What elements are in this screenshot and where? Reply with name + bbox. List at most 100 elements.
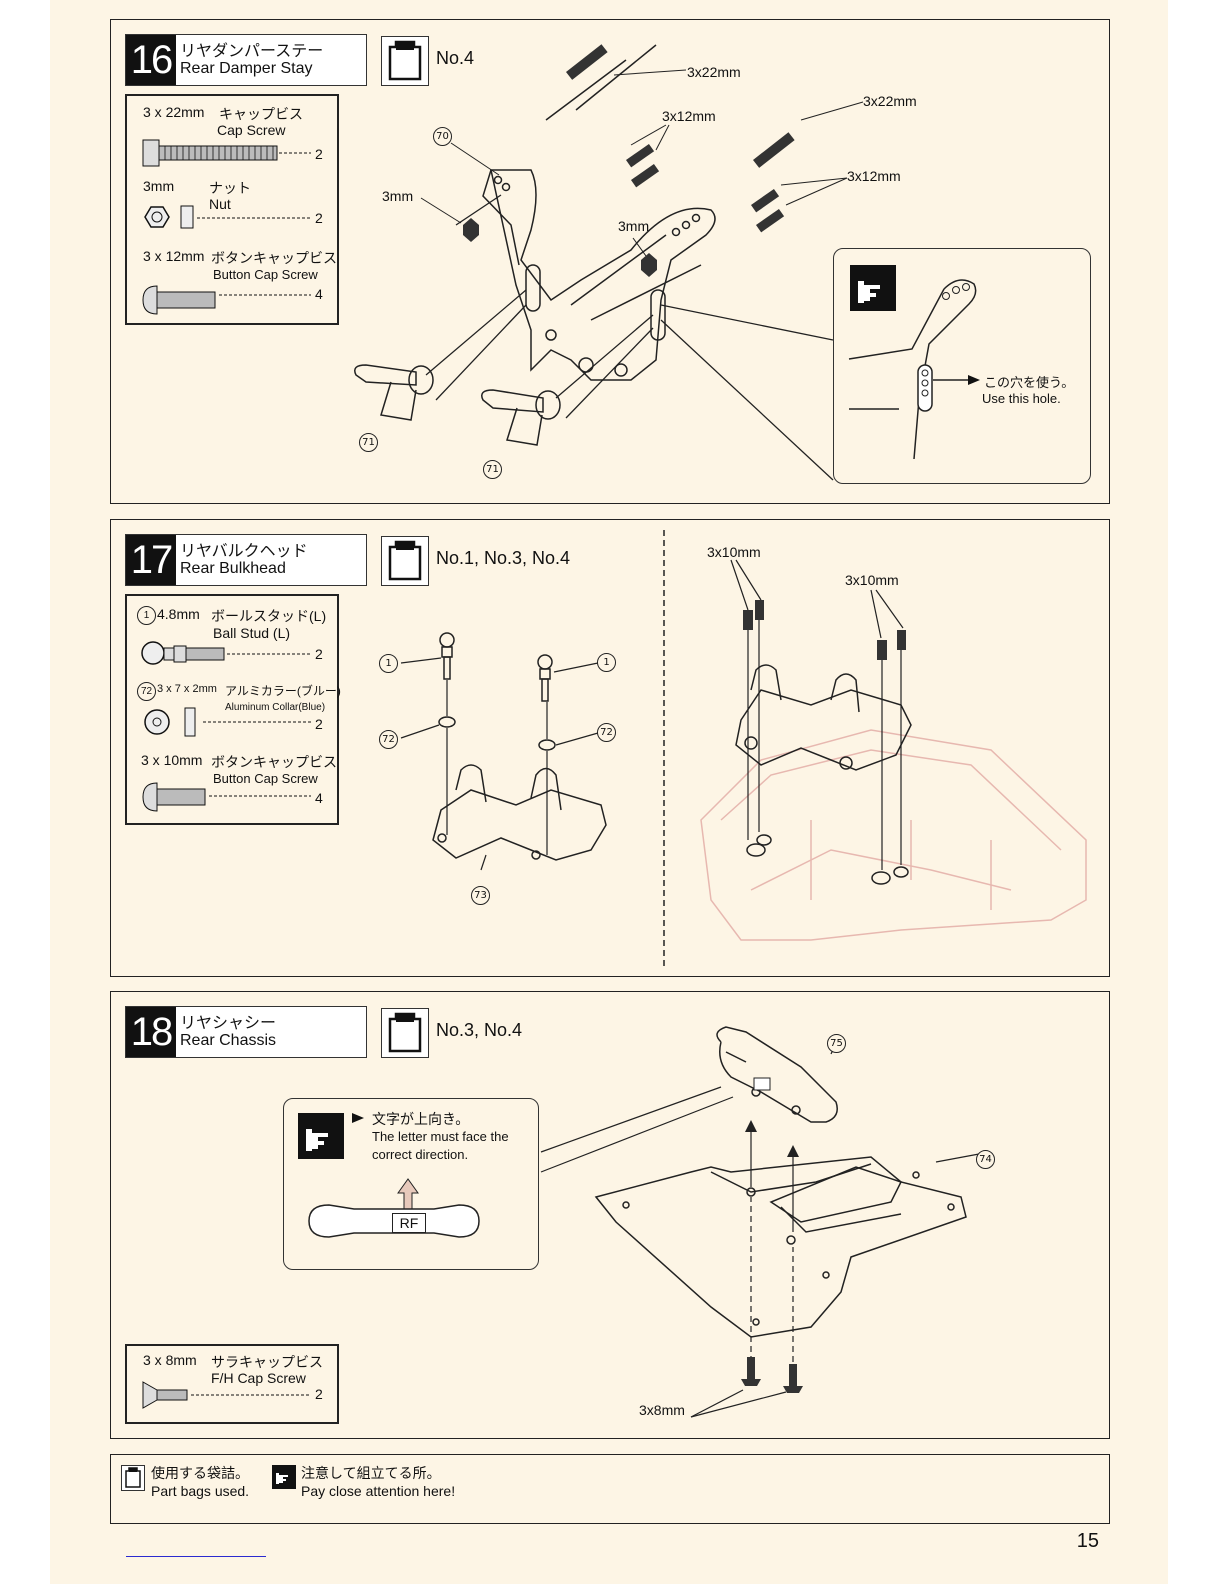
bag-icon <box>125 1467 141 1488</box>
legend-bag-en: Part bags used. <box>151 1483 250 1499</box>
part-callout: 71 <box>359 433 378 452</box>
note-text-en: The letter must face the <box>372 1129 509 1144</box>
part-ref: 1 <box>137 606 156 625</box>
attention-note: この穴を使う。 Use this hole. <box>833 248 1091 484</box>
bag-icon <box>381 1008 429 1058</box>
parts-drawings <box>142 1381 311 1409</box>
screw-label: 3x12mm <box>847 168 901 184</box>
part-name-en: Ball Stud (L) <box>213 625 291 641</box>
part-name-jp: ボタンキャップビス <box>211 754 337 770</box>
part-callout: 73 <box>471 886 490 905</box>
note-text-jp: この穴を使う。 <box>984 375 1075 390</box>
step-number: 17 <box>126 535 176 585</box>
footer-link-underline[interactable] <box>126 1556 266 1557</box>
step-number: 16 <box>126 35 176 85</box>
step-16-panel: 16 リヤダンパーステー Rear Damper Stay No.4 3 x 2… <box>110 19 1110 504</box>
step-16-header: 16 リヤダンパーステー Rear Damper Stay <box>125 34 367 86</box>
part-name-en: Button Cap Screw <box>213 771 318 786</box>
part-callout: 1 <box>597 653 616 672</box>
part-name-jp: キャップビス <box>219 106 303 122</box>
screw-label: 3x8mm <box>639 1402 685 1418</box>
screw-label: 3x10mm <box>707 544 761 560</box>
part-callout: 72 <box>379 730 398 749</box>
step-18-panel: 18 リヤシャシー Rear Chassis No.3, No.4 文字が上向き… <box>110 991 1110 1439</box>
screw-label: 3x12mm <box>662 108 716 124</box>
part-name-en: Button Cap Screw <box>213 267 318 282</box>
bag-icon <box>381 36 429 86</box>
part-name-jp: サラキャップビス <box>211 1354 323 1370</box>
part-callout: 72 <box>597 723 616 742</box>
pointing-hand-icon <box>858 281 880 303</box>
part-name-jp: ボールスタッド(L) <box>211 608 327 624</box>
step-number: 18 <box>126 1007 176 1057</box>
step-title-jp: リヤシャシー <box>180 1013 277 1032</box>
part-size: 3mm <box>143 178 175 194</box>
legend-attention-en: Pay close attention here! <box>301 1483 456 1499</box>
part-size: 3 x 22mm <box>143 104 205 120</box>
bag-icon <box>121 1465 145 1491</box>
part-size: 4.8mm <box>157 606 200 622</box>
part-qty: 2 <box>315 646 323 662</box>
part-name-en: Cap Screw <box>217 122 286 138</box>
part-qty: 4 <box>315 286 323 302</box>
parts-list: 3 x 22mm キャップビス Cap Screw 2 3mm ナット Nut … <box>125 94 339 325</box>
step-18-header: 18 リヤシャシー Rear Chassis <box>125 1006 367 1058</box>
part-qty: 2 <box>315 146 323 162</box>
damper-stay-detail <box>848 279 980 460</box>
note-text-en: correct direction. <box>372 1147 469 1162</box>
bag-label: No.3, No.4 <box>436 1020 523 1040</box>
bulkhead-diagram <box>400 530 1087 968</box>
attention-note: 文字が上向き。 The letter must face the correct… <box>283 1098 539 1270</box>
parts-drawings <box>142 139 311 315</box>
bag-label: No.1, No.3, No.4 <box>436 548 571 568</box>
part-size: 3 x 10mm <box>141 752 203 768</box>
step-17-panel: 17 リヤバルクヘッド Rear Bulkhead No.1, No.3, No… <box>110 519 1110 977</box>
step-title-en: Rear Bulkhead <box>180 560 286 577</box>
screw-label: 3x22mm <box>687 64 741 80</box>
rear-chassis-diagram <box>540 1026 980 1418</box>
screw-label: 3x10mm <box>845 572 899 588</box>
part-name-jp: ボタンキャップビス <box>211 250 337 266</box>
screw-label: 3x22mm <box>863 93 917 109</box>
bag-icon <box>388 40 422 81</box>
step-17-header: 17 リヤバルクヘッド Rear Bulkhead <box>125 534 367 586</box>
part-size: 3 x 8mm <box>143 1352 197 1368</box>
legend-box: 使用する袋詰。 Part bags used. 注意して組立てる所。 Pay c… <box>110 1454 1110 1524</box>
part-name-en: Nut <box>209 196 231 212</box>
step-title-en: Rear Chassis <box>180 1032 277 1049</box>
bag-icon <box>388 540 422 581</box>
part-callout: 70 <box>433 127 452 146</box>
part-name-jp: ナット <box>209 180 251 196</box>
pointing-hand-icon <box>298 1113 344 1159</box>
nut-label: 3mm <box>618 218 650 234</box>
bag-label: No.4 <box>436 48 475 68</box>
part-qty: 2 <box>315 1386 323 1402</box>
page-number: 15 <box>1076 1530 1099 1552</box>
bag-icon <box>381 536 429 586</box>
parts-list: 1 4.8mm ボールスタッド(L) Ball Stud (L) 2 72 3 … <box>125 594 341 825</box>
note-text-jp: 文字が上向き。 <box>372 1111 470 1127</box>
part-name-jp: アルミカラー(ブルー) <box>225 684 341 698</box>
part-name-en: Aluminum Collar(Blue) <box>225 702 326 713</box>
pointing-hand-icon <box>306 1129 328 1151</box>
part-callout: 71 <box>483 460 502 479</box>
rf-marking: RF <box>392 1213 426 1233</box>
part-callout: 74 <box>976 1150 995 1169</box>
pointing-hand-icon <box>850 265 896 311</box>
legend-bag-jp: 使用する袋詰。 <box>151 1465 249 1481</box>
pointing-hand-icon <box>276 1473 288 1484</box>
legend-attention-jp: 注意して組立てる所。 <box>301 1465 441 1481</box>
part-callout: 75 <box>827 1034 846 1053</box>
part-size: 3 x 7 x 2mm <box>157 683 217 695</box>
parts-drawings <box>141 641 311 812</box>
part-name-en: F/H Cap Screw <box>211 1370 306 1386</box>
part-qty: 2 <box>315 716 323 732</box>
note-text-en: Use this hole. <box>982 391 1061 406</box>
damper-stay-diagram <box>354 44 960 481</box>
part-qty: 2 <box>315 210 323 226</box>
step-title-jp: リヤバルクヘッド <box>180 541 308 560</box>
nut-label: 3mm <box>382 188 414 204</box>
part-callout: 1 <box>379 654 398 673</box>
bag-icon <box>388 1012 422 1053</box>
step-title-jp: リヤダンパーステー <box>180 41 324 60</box>
